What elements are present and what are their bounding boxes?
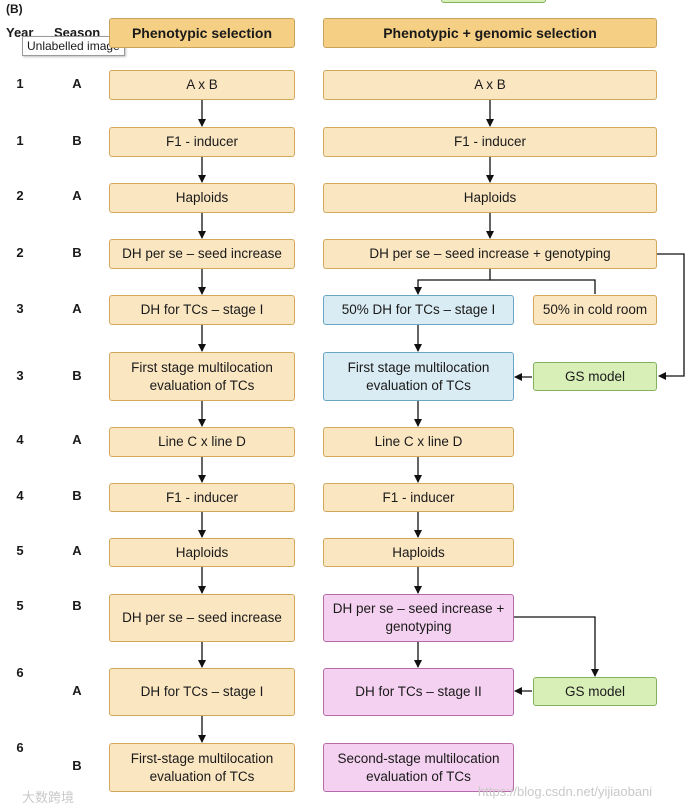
connector-genotyping-to-gs1 (657, 253, 685, 380)
right-step-12-second-stage-eval: Second-stage multilocation evaluation of… (323, 743, 514, 792)
year-label: 2 (16, 245, 24, 260)
season-label: A (72, 76, 82, 91)
right-step-5b-cold-room: 50% in cold room (533, 295, 657, 325)
left-step-11-dh-tcs-stage1: DH for TCs – stage I (109, 668, 295, 716)
image-tooltip: Unlabelled image (22, 36, 125, 56)
left-step-6-first-stage-eval: First stage multilocation evaluation of … (109, 352, 295, 401)
year-label: 4 (16, 432, 24, 447)
year-label: 3 (16, 368, 24, 383)
year-label: 6 (16, 665, 24, 680)
season-label: A (72, 301, 82, 316)
season-label: B (72, 368, 82, 383)
year-label: 3 (16, 301, 24, 316)
header-phenotypic-selection: Phenotypic selection (109, 18, 295, 48)
header-phenotypic-genomic-selection: Phenotypic + genomic selection (323, 18, 657, 48)
left-step-8-f1-inducer: F1 - inducer (109, 483, 295, 512)
left-step-12-first-stage-eval: First-stage multilocation evaluation of … (109, 743, 295, 792)
watermark-url: https://blog.csdn.net/yijiaobani (478, 784, 653, 799)
year-label: 1 (16, 133, 24, 148)
top-partial-green-box (441, 0, 546, 3)
year-label: 2 (16, 188, 24, 203)
right-step-9-haploids: Haploids (323, 538, 514, 567)
season-label: A (72, 543, 82, 558)
year-label: 4 (16, 488, 24, 503)
connector-split (414, 269, 491, 295)
right-step-3-haploids: Haploids (323, 183, 657, 213)
right-step-1-cross-a-b: A x B (323, 70, 657, 100)
right-step-2-f1-inducer: F1 - inducer (323, 127, 657, 157)
connector-genotyping-to-gs2 (514, 616, 599, 677)
right-step-6-first-stage-eval: First stage multilocation evaluation of … (323, 352, 514, 401)
right-step-11-dh-tcs-stage2: DH for TCs – stage II (323, 668, 514, 716)
right-step-10-dh-seed-increase-genotyping: DH per se – seed increase + genotyping (323, 594, 514, 642)
right-step-4-dh-seed-increase-genotyping: DH per se – seed increase + genotyping (323, 239, 657, 269)
season-label: B (72, 133, 82, 148)
right-step-8-f1-inducer: F1 - inducer (323, 483, 514, 512)
year-label: 5 (16, 598, 24, 613)
panel-label: (B) (6, 2, 23, 16)
season-label: B (72, 488, 82, 503)
left-step-10-dh-seed-increase: DH per se – seed increase (109, 594, 295, 642)
left-step-3-haploids: Haploids (109, 183, 295, 213)
left-step-2-f1-inducer: F1 - inducer (109, 127, 295, 157)
left-step-1-cross-a-b: A x B (109, 70, 295, 100)
gs-model-box-2: GS model (533, 677, 657, 706)
left-step-7-line-c-x-d: Line C x line D (109, 427, 295, 457)
season-label: A (72, 188, 82, 203)
left-step-9-haploids: Haploids (109, 538, 295, 567)
year-label: 1 (16, 76, 24, 91)
season-label: A (72, 432, 82, 447)
year-label: 6 (16, 740, 24, 755)
season-label: B (72, 758, 82, 773)
season-label: B (72, 245, 82, 260)
right-step-7-line-c-x-d: Line C x line D (323, 427, 514, 457)
left-step-4-dh-seed-increase: DH per se – seed increase (109, 239, 295, 269)
gs-model-box-1: GS model (533, 362, 657, 391)
season-label: B (72, 598, 82, 613)
watermark-logo: 大数跨境 (22, 790, 75, 805)
left-step-5-dh-tcs-stage1: DH for TCs – stage I (109, 295, 295, 325)
right-step-5a-dh-tcs-stage1: 50% DH for TCs – stage I (323, 295, 514, 325)
connector-split-right (490, 279, 596, 294)
year-label: 5 (16, 543, 24, 558)
season-label: A (72, 683, 82, 698)
